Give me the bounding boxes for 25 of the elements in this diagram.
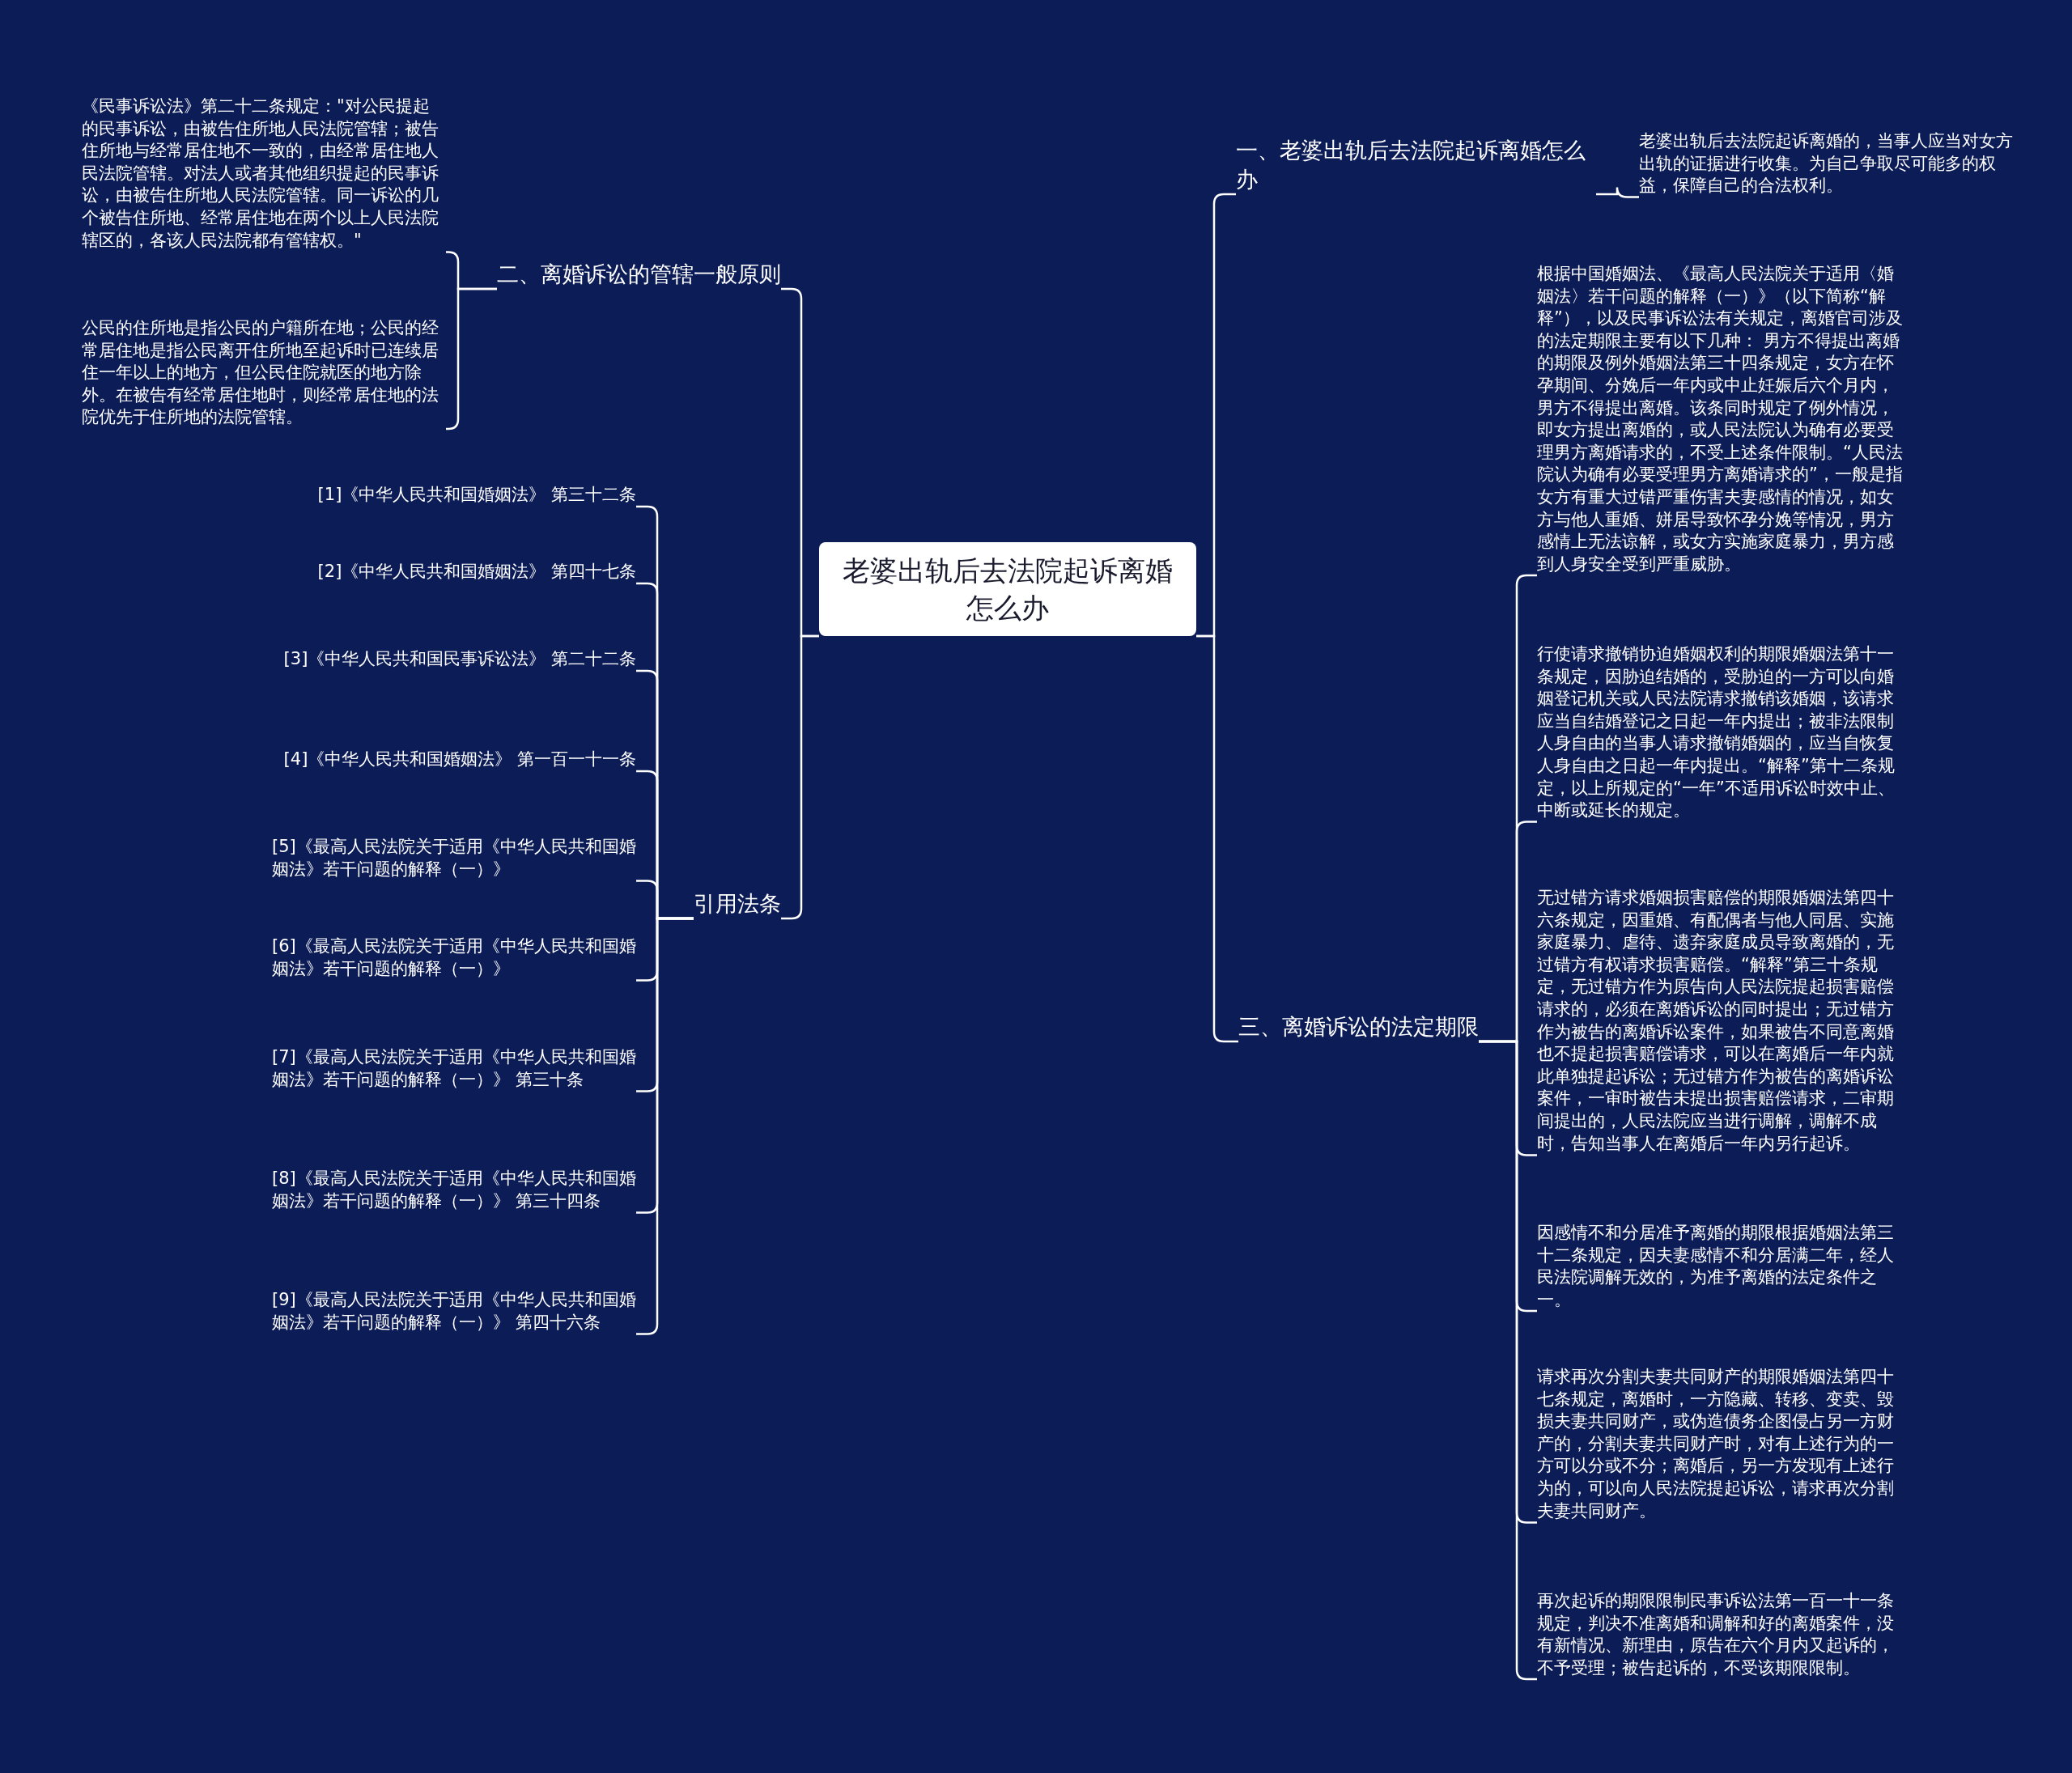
note-text: 无过错方请求婚姻损害赔偿的期限婚姻法第四十六条规定，因重婚、有配偶者与他人同居、实施家庭暴力、虐待、遗弃家庭成员导致离婚的，无过错方有权请求损害赔偿。“解释”第三十条规定，无过错方作为原告向人民法院提起损害赔偿请求的，必须在离婚诉讼的同时提出；无过错方作为被告的离婚诉讼案件，如果被告不同意离婚也不提起损害赔偿请求，可以在离婚后一年内就此单独提起诉讼；无过错方作为被告的离婚诉讼案件，一审时被告未提出损害赔偿请求，二审期间提出的，人民法院应当进行调解，调解不成时，告知当事人在离婚后一年内另行起诉。 xyxy=(1537,887,1895,1155)
note-text: 再次起诉的期限限制民事诉讼法第一百一十一条规定，判决不准离婚和调解和好的离婚案件，没有新情况、新理由，原告在六个月内又起诉的，不予受理；被告起诉的，不受该期限限制。 xyxy=(1537,1589,1895,1679)
note-text: [8]《最高人民法院关于适用《中华人民共和国婚姻法》若干问题的解释（一）》 第三十四条 xyxy=(272,1168,636,1212)
note-text: [6]《最高人民法院关于适用《中华人民共和国婚姻法》若干问题的解释（一）》 xyxy=(272,935,636,980)
note-text: [1]《中华人民共和国婚姻法》 第三十二条 xyxy=(317,484,636,507)
branch-topic: 三、离婚诉讼的法定期限 xyxy=(1238,1013,1479,1041)
note-text: 根据中国婚姻法、《最高人民法院关于适用〈婚姻法〉若干问题的解释（一）》（以下简称“解释”），以及民事诉讼法有关规定，离婚官司涉及的法定期限主要有以下几种： 男方不得提出离婚的期限及例外婚姻法第三十四条规定，女方在怀孕期间、分娩后一年内或中止妊娠后六个月内，男方不得提出离婚。该条同时规定了例外情况，即女方提出离婚的，或人民法院认为确有必要受理男方离婚请求的，不受上述条件限制。“人民法院认为确有必要受理男方离婚请求的”，一般是指女方有重大过错严重伤害夫妻感情的情况，如女方与他人重婚、姘居导致怀孕分娩等情况，男方感情上无法谅解，或女方实施家庭暴力，男方感到人身安全受到严重威胁。 xyxy=(1537,262,1903,575)
note-text: 老婆出轨后去法院起诉离婚的，当事人应当对女方出轨的证据进行收集。为自己争取尽可能多的权益，保障自己的合法权利。 xyxy=(1639,129,2014,197)
note-text: 公民的住所地是指公民的户籍所在地；公民的经常居住地是指公民离开住所地至起诉时已连续居住一年以上的地方，但公民住院就医的地方除外。在被告有经常居住地时，则经常居住地的法院优先于住所地的法院管辖。 xyxy=(82,317,439,429)
central-topic-text: 老婆出轨后去法院起诉离婚怎么办 xyxy=(842,554,1174,626)
branch-topic: 引用法条 xyxy=(694,890,781,918)
central-topic-box xyxy=(819,542,1196,636)
note-text: 行使请求撤销协迫婚姻权利的期限婚姻法第十一条规定，因胁迫结婚的，受胁迫的一方可以向婚姻登记机关或人民法院请求撤销该婚姻，该请求应当自结婚登记之日起一年内提出；被非法限制人身自由的当事人请求撤销婚姻的，应当自恢复人身自由之日起一年内提出。“解释”第十二条规定，以上所规定的“一年”不适用诉讼时效中止、中断或延长的规定。 xyxy=(1537,643,1896,821)
note-text: 《民事诉讼法》第二十二条规定："对公民提起的民事诉讼，由被告住所地人民法院管辖；被告住所地与经常居住地不一致的，由经常居住地人民法院管辖。对法人或者其他组织提起的民事诉讼，由被告住所地人民法院管辖。同一诉讼的几个被告住所地、经常居住地在两个以上人民法院辖区的，各该人民法院都有管辖权。" xyxy=(82,95,439,252)
note-text: [5]《最高人民法院关于适用《中华人民共和国婚姻法》若干问题的解释（一）》 xyxy=(272,836,636,880)
note-text: [2]《中华人民共和国婚姻法》 第四十七条 xyxy=(317,561,636,583)
note-text: 请求再次分割夫妻共同财产的期限婚姻法第四十七条规定，离婚时，一方隐藏、转移、变卖、毁损夫妻共同财产，或伪造债务企图侵占另一方财产的，分割夫妻共同财产时，对有上述行为的一方可以分或不分；离婚后，另一方发现有上述行为的，可以向人民法院提起诉讼，请求再次分割夫妻共同财产。 xyxy=(1537,1366,1895,1522)
note-text: [9]《最高人民法院关于适用《中华人民共和国婚姻法》若干问题的解释（一）》 第四十六条 xyxy=(272,1289,636,1334)
branch-topic: 二、离婚诉讼的管辖一般原则 xyxy=(497,261,781,288)
note-text: [7]《最高人民法院关于适用《中华人民共和国婚姻法》若干问题的解释（一）》 第三十条 xyxy=(272,1046,636,1091)
note-text: 因感情不和分居准予离婚的期限根据婚姻法第三十二条规定，因夫妻感情不和分居满二年，经人民法院调解无效的，为准予离婚的法定条件之一。 xyxy=(1537,1221,1895,1311)
note-text: [3]《中华人民共和国民事诉讼法》 第二十二条 xyxy=(283,648,636,671)
branch-topic: 一、老婆出轨后去法院起诉离婚怎么办 xyxy=(1236,137,1586,193)
connector-line xyxy=(1596,186,1639,198)
note-text: [4]《中华人民共和国婚姻法》 第一百一十一条 xyxy=(283,749,636,771)
